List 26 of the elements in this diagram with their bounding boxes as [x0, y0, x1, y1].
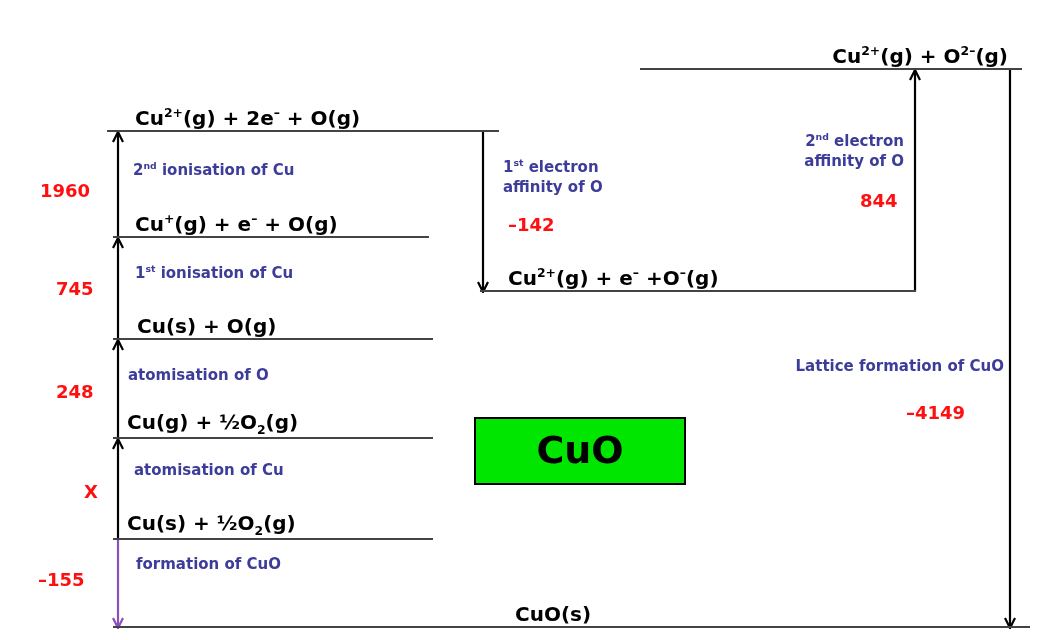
species-formula: CuO(s) [515, 603, 592, 626]
enthalpy-value: 248 [56, 381, 94, 402]
enthalpy-value: –155 [38, 569, 85, 590]
enthalpy-value: 844 [860, 190, 898, 211]
arrow [111, 236, 125, 340]
species-formula: Cu(s) + ½O$_{2}$(g) [127, 511, 296, 538]
enthalpy-value: 1960 [40, 180, 91, 201]
arrow [111, 338, 125, 439]
species-formula: Cu(g) + ½O$_{2}$(g) [127, 410, 299, 437]
arrow [908, 68, 922, 292]
enthalpy-value: –142 [508, 214, 555, 235]
species-formula: Cu$^{2+}$(g) + 2e$^{–}$ + O(g) [135, 106, 361, 130]
arrow [476, 132, 490, 294]
species-formula: Cu$^{2+}$(g) + O$^{2–}$(g) [832, 44, 1008, 68]
arrow [111, 540, 125, 630]
species-formula: Cu(s) + O(g) [137, 315, 277, 338]
arrow [111, 130, 125, 238]
species-formula: Cu$^{2+}$(g) + e$^{–}$ +O$^{–}$(g) [508, 266, 719, 290]
enthalpy-value: X [84, 481, 98, 502]
species-formula: Cu$^{+}$(g) + e$^{–}$ + O(g) [135, 212, 338, 236]
arrow [1003, 70, 1017, 630]
title-box [474, 417, 686, 485]
species-formula: CuO [536, 429, 624, 473]
enthalpy-value: –4149 [906, 402, 966, 423]
arrow [111, 437, 125, 540]
enthalpy-value: 745 [56, 278, 94, 299]
